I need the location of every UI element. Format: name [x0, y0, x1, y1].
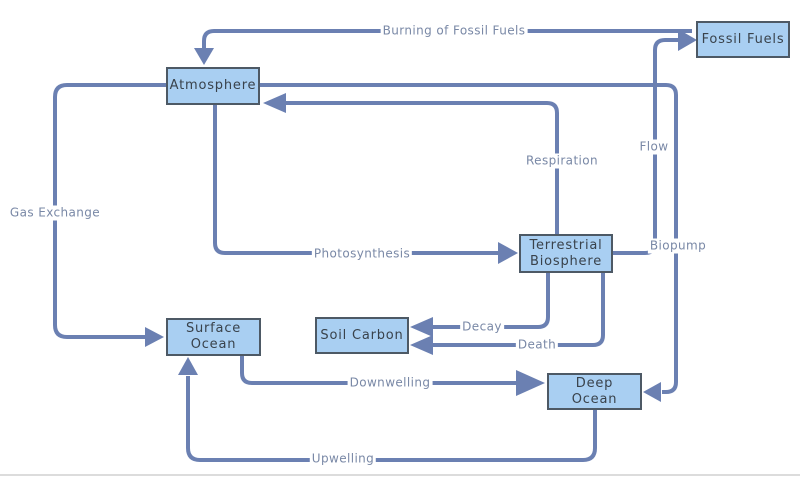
- edge-label-decay: Decay: [460, 319, 504, 335]
- edge-label-respiration: Respiration: [523, 153, 601, 169]
- edge-decay: [410, 273, 550, 337]
- bottom-edge-rule: [0, 474, 800, 476]
- edge-label-death: Death: [515, 337, 559, 353]
- edge-death: [410, 273, 605, 355]
- node-terrestrial-biosphere: Terrestrial Biosphere: [519, 234, 613, 273]
- edge-burning: [194, 29, 692, 65]
- edge-downwelling: [240, 356, 545, 396]
- node-fossil-fuels: Fossil Fuels: [696, 21, 790, 58]
- node-deep-ocean: Deep Ocean: [547, 373, 642, 410]
- edge-gas-exchange-arrowhead-icon: [145, 327, 164, 347]
- edge-death-line: [433, 273, 605, 347]
- edge-respiration-line: [285, 101, 559, 234]
- edge-upwelling-arrowhead-icon: [178, 357, 198, 375]
- edge-label-burning: Burning of Fossil Fuels: [380, 23, 528, 39]
- edge-label-downwelling: Downwelling: [347, 375, 433, 391]
- edge-death-arrowhead-icon: [410, 335, 433, 355]
- edge-decay-line: [433, 273, 550, 329]
- edge-photosynthesis-line: [213, 104, 499, 255]
- edge-label-flow: Flow: [637, 139, 671, 155]
- edge-downwelling-line: [240, 356, 517, 385]
- edge-photosynthesis: [213, 104, 518, 264]
- edge-burning-arrowhead-icon: [194, 48, 214, 65]
- edge-label-photosynthesis: Photosynthesis: [311, 246, 413, 262]
- edge-downwelling-arrowhead-icon: [516, 370, 545, 396]
- edge-photosynthesis-arrowhead-icon: [498, 242, 518, 264]
- edge-upwelling-line: [186, 376, 597, 462]
- node-soil-carbon: Soil Carbon: [315, 317, 409, 354]
- edge-biopump: [260, 83, 678, 402]
- edge-biopump-arrowhead-icon: [643, 382, 661, 402]
- edge-flow-arrowhead-icon: [678, 29, 697, 51]
- edge-label-upwelling: Upwelling: [309, 451, 377, 467]
- edge-respiration-arrowhead-icon: [263, 93, 286, 113]
- node-atmosphere: Atmosphere: [166, 67, 260, 105]
- edge-respiration: [263, 93, 559, 234]
- edge-label-biopump: Biopump: [647, 238, 709, 254]
- edge-label-gas-exchange: Gas Exchange: [7, 205, 103, 221]
- edge-upwelling: [178, 357, 597, 462]
- node-surface-ocean: Surface Ocean: [166, 318, 261, 356]
- edge-burning-line: [202, 29, 692, 49]
- edge-decay-arrowhead-icon: [410, 317, 433, 337]
